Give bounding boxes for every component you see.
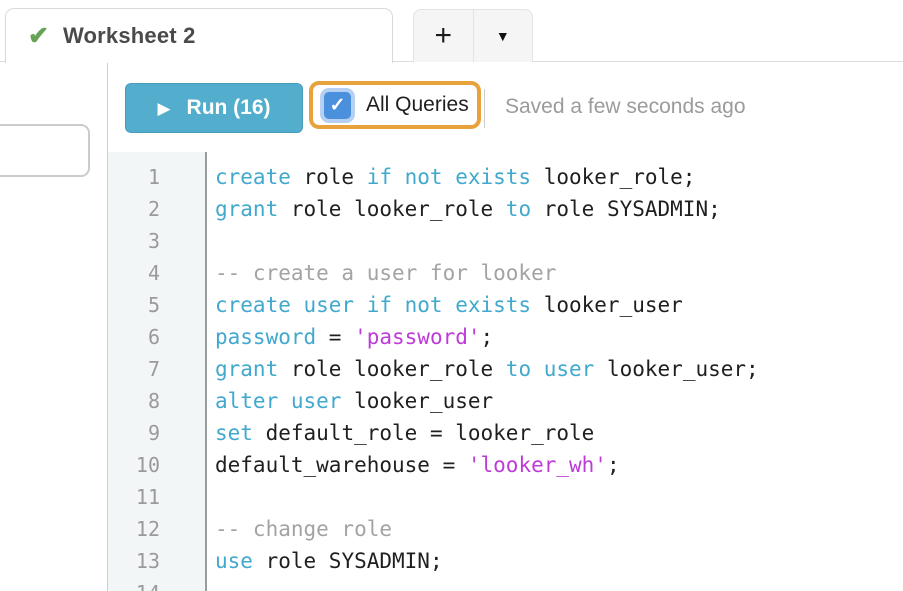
run-button-label: Run (16) [186,96,271,119]
code-token: role SYSADMIN; [531,197,721,221]
code-line-content: create role if not exists looker_role; [209,161,903,193]
all-queries-checkbox[interactable]: ✓ [324,91,351,119]
line-number: 1 [147,165,160,189]
code-line[interactable]: 10 default_warehouse = 'looker_wh'; [108,449,903,481]
code-line[interactable]: 7 grant role looker_role to user looker_u… [108,353,903,385]
code-token: 'password' [354,325,481,349]
code-token: 'looker_wh' [467,453,607,477]
code-token: password [215,325,317,349]
code-line[interactable]: 8 alter user looker_user [108,385,903,417]
code-line[interactable]: 2 grant role looker_role to role SYSADMIN… [108,193,903,225]
code-token: default_role = looker_role [252,421,595,445]
tab-actions-group: + ▼ [413,9,533,62]
all-queries-label[interactable]: All Queries [366,93,469,116]
code-token: if not exists [366,165,532,189]
line-number: 4 [147,261,160,285]
code-token: use [215,549,253,573]
line-number: 9 [147,421,160,445]
code-token: role looker_role [278,357,506,381]
code-token: alter user [215,389,342,413]
code-token: create [215,165,291,189]
new-worksheet-button[interactable]: + [414,10,474,62]
code-line[interactable]: 9 set default_role = looker_role [108,417,903,449]
code-line-content: alter user looker_user [209,385,903,417]
line-number: 3 [147,229,160,253]
code-token: looker_user [341,389,494,413]
line-number: 2 [147,197,160,221]
code-line-content: set default_role = looker_role [209,417,903,449]
code-line[interactable]: 4 -- create a user for looker [108,257,903,289]
code-line-content: create user if not exists looker_user [209,289,903,321]
code-token: set [215,421,253,445]
line-number-gutter [108,152,207,591]
worksheet-menu-dropdown[interactable]: ▼ [495,28,510,44]
tab-worksheet-2[interactable]: ✔ Worksheet 2 [5,8,393,63]
code-line-content [209,577,903,591]
editor-toolbar: ▶ Run (16) ✓ All Queries Saved a few sec… [108,62,903,152]
code-line[interactable]: 12 -- change role [108,513,903,545]
tab-success-check-icon: ✔ [28,21,49,50]
code-line-content: default_warehouse = 'looker_wh'; [209,449,903,481]
code-token: -- create a user for looker [215,261,557,285]
code-line[interactable]: 5 create user if not exists looker_user [108,289,903,321]
code-token: looker_user; [594,357,759,381]
code-line-content: password = 'password'; [209,321,903,353]
code-line-content [209,481,903,513]
line-number: 7 [147,357,160,381]
toolbar-divider [484,89,485,128]
code-token: default_warehouse = [215,453,468,477]
code-line[interactable]: 13 use role SYSADMIN; [108,545,903,577]
code-token: grant [215,197,279,221]
code-token: -- change role [215,517,393,541]
tab-bar: ✔ Worksheet 2 + ▼ [0,0,903,63]
code-token: role looker_role [278,197,506,221]
code-line[interactable]: 3 [108,225,903,257]
line-number: 11 [135,485,160,509]
tab-title: Worksheet 2 [62,23,196,48]
checkmark-icon: ✓ [329,94,346,116]
line-number: 10 [135,453,160,477]
code-token: to [505,197,532,221]
code-line-content: grant role looker_role to user looker_us… [209,353,903,385]
code-token: looker_role; [531,165,696,189]
line-number: 13 [135,549,160,573]
sidebar-search-box[interactable] [0,124,90,177]
code-line[interactable]: 11 [108,481,903,513]
object-sidebar: ↻ « [0,62,108,591]
line-number: 8 [147,389,160,413]
code-token: ; [606,453,620,477]
code-line-content: grant role looker_role to role SYSADMIN; [209,193,903,225]
code-line-content: use role SYSADMIN; [209,545,903,577]
code-token: to user [505,357,595,381]
code-line[interactable]: 1 create role if not exists looker_role; [108,161,903,193]
line-number: 6 [147,325,160,349]
code-token: role [290,165,367,189]
code-line-content: -- create a user for looker [209,257,903,289]
all-queries-highlight: ✓ All Queries [309,81,481,129]
code-token: create user if not exists [215,293,532,317]
run-button[interactable]: ▶ Run (16) [125,83,303,133]
line-number: 12 [135,517,160,541]
code-line-content: -- change role [209,513,903,545]
code-token: = [316,325,355,349]
code-token: role SYSADMIN; [252,549,443,573]
code-token: looker_user [531,293,683,317]
play-icon: ▶ [157,98,171,118]
line-number: 5 [147,293,160,317]
code-line[interactable]: 6 password = 'password'; [108,321,903,353]
code-token: grant [215,357,279,381]
code-line[interactable]: 14 [108,577,903,591]
saved-status: Saved a few seconds ago [505,95,746,118]
line-number: 14 [108,577,209,591]
code-token: ; [480,325,494,349]
code-line-content [209,225,903,257]
